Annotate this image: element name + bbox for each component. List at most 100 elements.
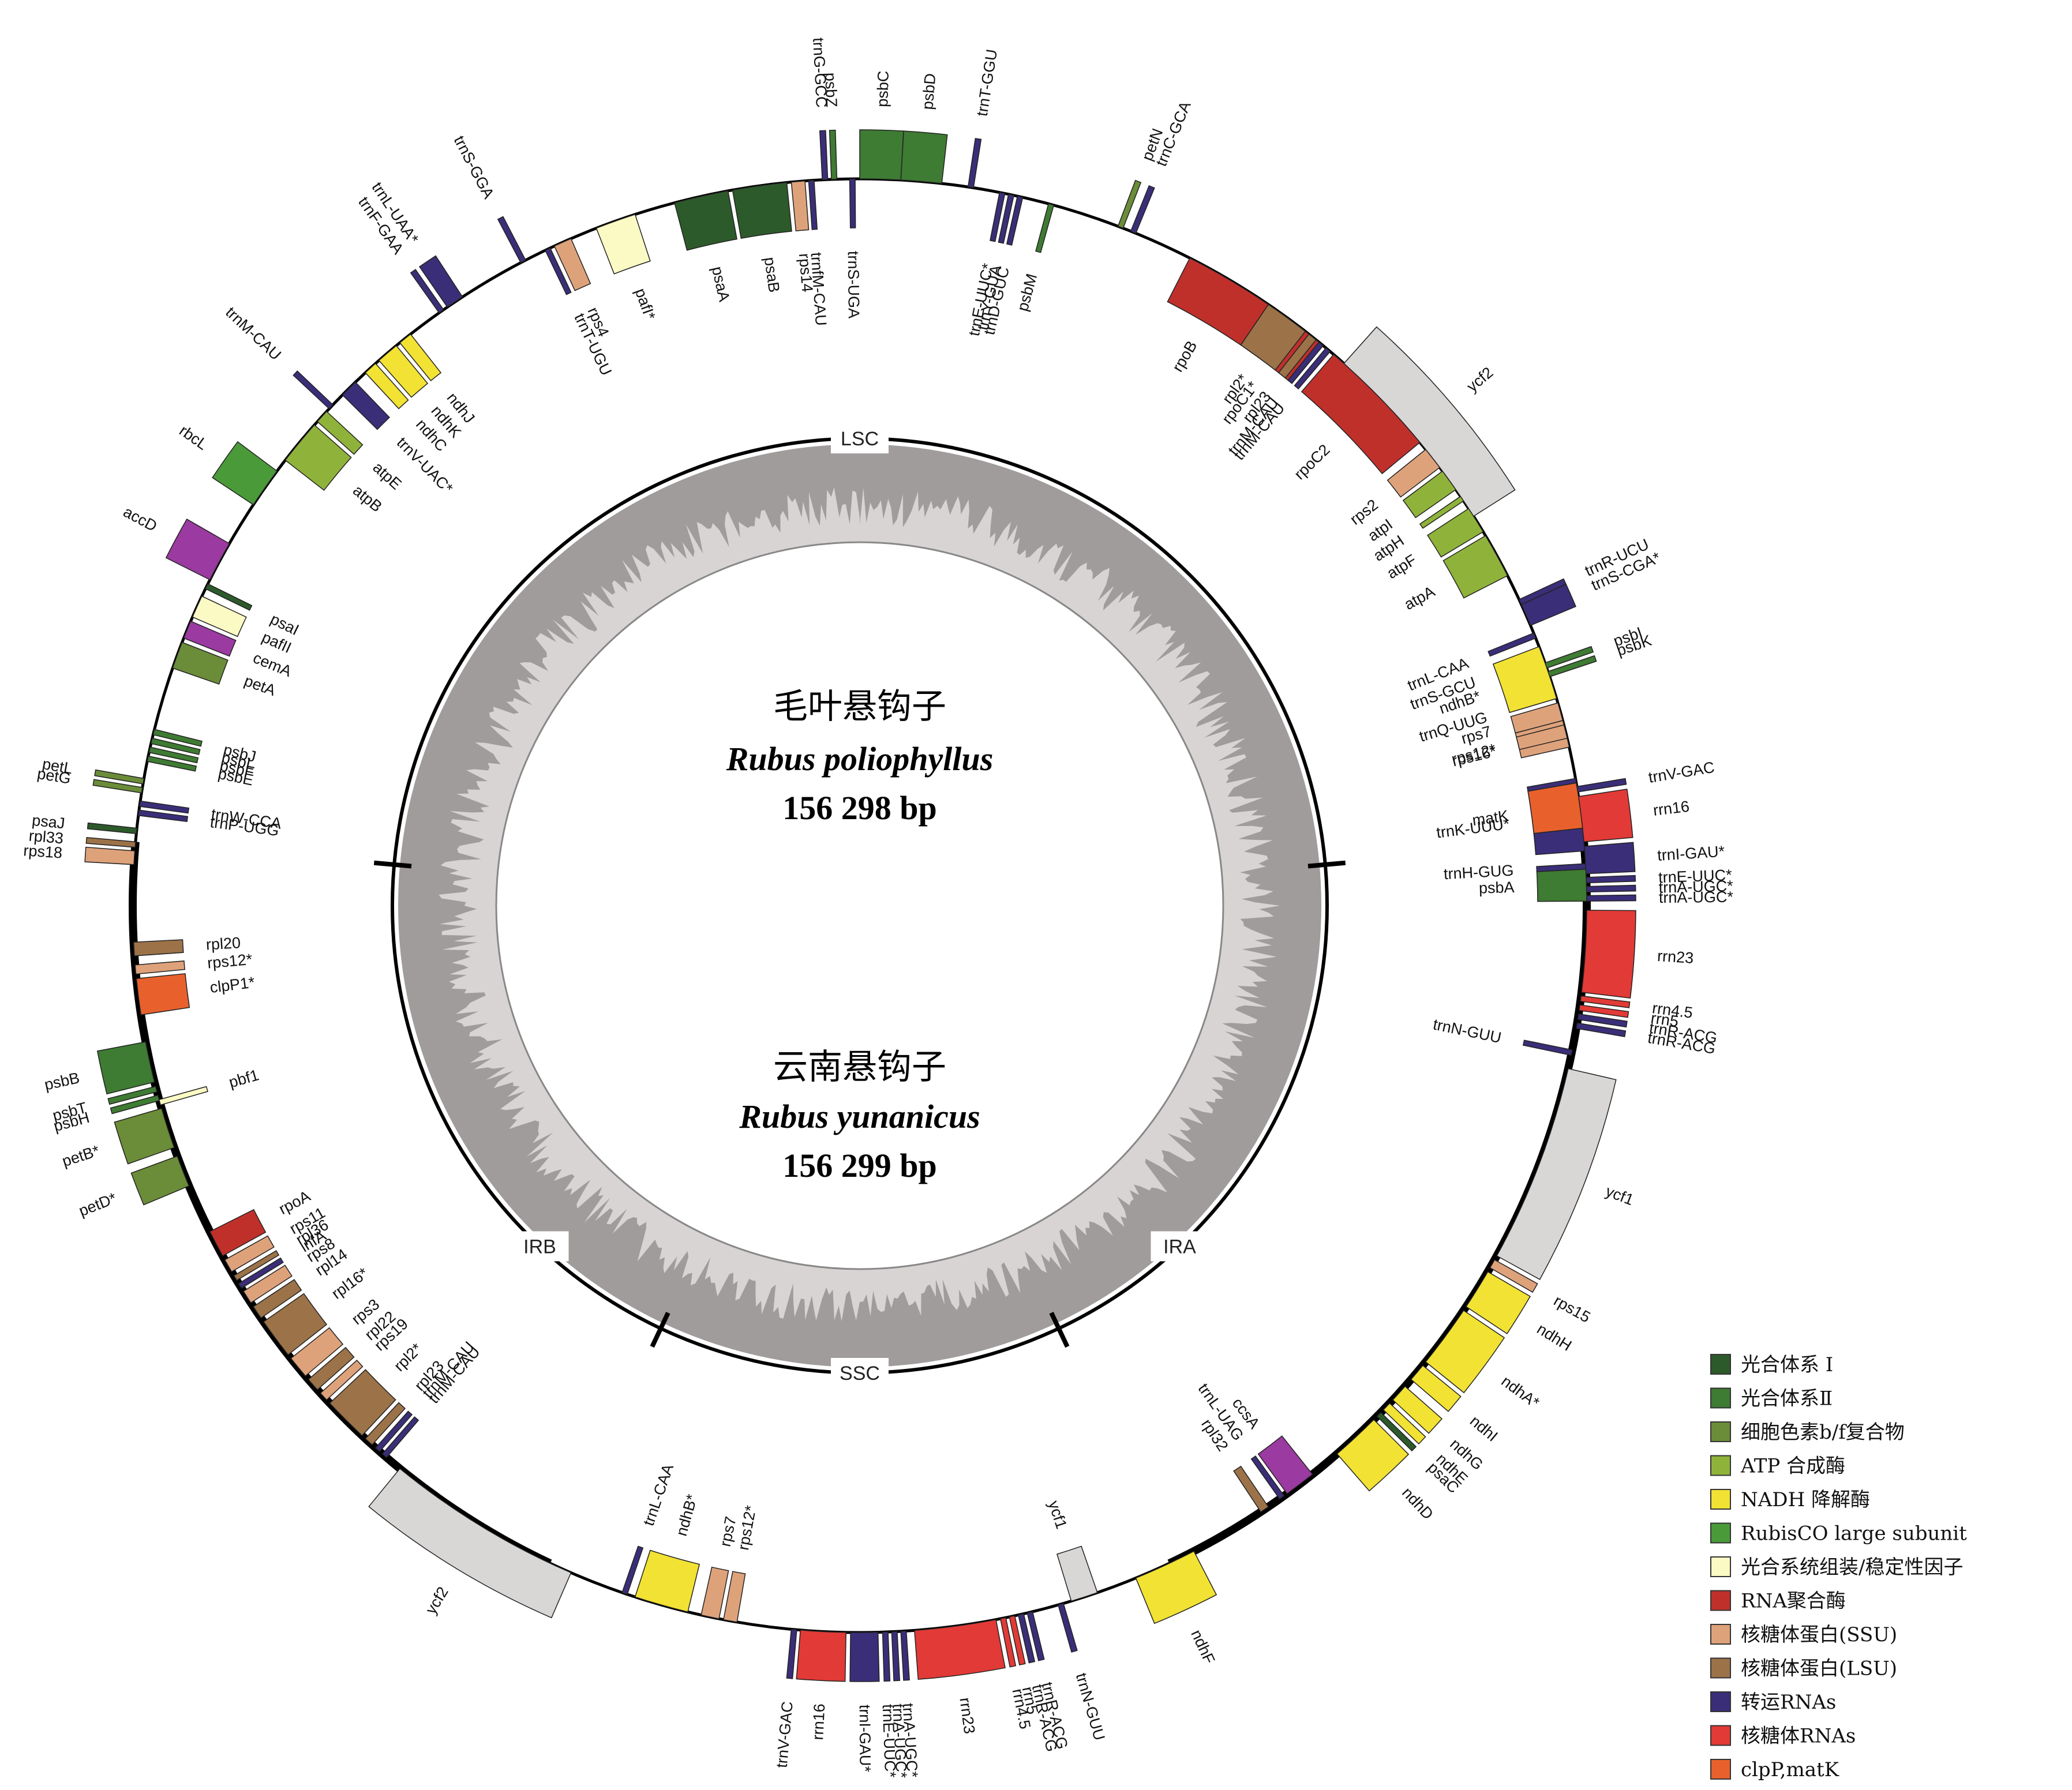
region-label-bg [1151,1231,1209,1262]
gene-block-psai [205,583,253,611]
gene-block-trnscga [1520,583,1576,626]
gene-label: trnE-UUC* [879,1704,899,1778]
gene-block-rps4 [553,238,591,291]
gene-label: rbcL [176,422,211,453]
gene-label: rpl20 [205,934,241,954]
gene-block-rps7 [1510,702,1564,734]
gene-block-trnaugc [1586,884,1636,893]
legend-item-ssu: 核糖体蛋白(SSU) [1710,1623,1897,1646]
region-boundary-tick [1307,860,1346,869]
gene-block-rrn16 [796,1629,847,1682]
gene-block-ndha [1425,1309,1505,1394]
gene-block-psac [1376,1412,1417,1452]
region-label-text: IRA [1163,1236,1196,1258]
gene-block-rpl16 [263,1293,328,1356]
gene-block-rrn23 [914,1619,1006,1680]
gene-block-rpoa [209,1209,267,1257]
gene-block-trneuuc [1586,875,1636,884]
gene-label: trnV-GAC [1647,759,1716,786]
gene-label: rrn16 [1652,798,1690,819]
gene-block-rps7 [700,1566,729,1620]
region-label-ssc: SSC [831,1358,889,1388]
gene-label: petB* [60,1142,102,1170]
gene-label: trnS-UGA [845,251,863,318]
gene-block-rrn5 [1009,1615,1026,1666]
legend-item-ps1: 光合体系 I [1710,1353,1833,1376]
gene-block-ndhf [1135,1551,1217,1624]
gene-block-trnracg [1026,1611,1045,1661]
gene-block-petg [92,779,143,794]
gene-blocks [84,129,1636,1682]
gene-label: trnL-CAA [640,1462,677,1528]
gene-block-clpp1 [136,973,190,1016]
gene-block-pafi [595,213,651,275]
gene-block-rrn16 [1578,789,1633,843]
region-label-lsc: LSC [831,423,889,453]
gene-label: ycf2 [422,1583,451,1617]
gene-block-trnlcaa [621,1545,644,1595]
gene-block-trnvuac [342,381,391,430]
gene-label: petA [242,672,278,699]
gene-block-trneuuc [882,1631,891,1682]
legend-label: 核糖体蛋白(LSU) [1741,1657,1897,1680]
gene-block-trnaugc [900,1630,910,1681]
gene-block-atpb [284,424,352,491]
gene-label: ndhD [1399,1484,1437,1523]
region-label-text: SSC [840,1363,880,1384]
gene-block-matk [1527,782,1583,834]
legend-label: 转运RNAs [1741,1691,1836,1714]
gene-block-ndhb [1492,646,1557,714]
gene-block-trnsgga [497,216,526,264]
legend-item-ndh: NADH 降解酶 [1710,1488,1870,1511]
gene-block-rpl36 [233,1250,280,1281]
gene-block-ndhi [1410,1364,1462,1412]
legend-label: NADH 降解酶 [1741,1488,1870,1511]
gene-block-trnvgac [786,1628,797,1679]
gene-label: rrn23 [1657,947,1694,967]
gene-block-ycf2 [1343,326,1516,517]
gene-label: pbf1 [227,1066,261,1091]
gene-label: trnE-UUC* [1658,866,1733,886]
gene-block-trnsuga [849,178,856,228]
legend-item-cyt: 细胞色素b/f复合物 [1710,1421,1905,1444]
gene-label: atpB [350,482,385,516]
legend-swatch [1710,1691,1731,1712]
gene-label: atpA [1402,583,1438,613]
gene-label: rps18 [23,842,63,861]
gene-block-ndhd [1336,1419,1410,1492]
gene-block-trndguc [1006,196,1024,246]
gene-block-rps19 [320,1360,364,1401]
legend-swatch [1710,1354,1731,1375]
region-label-ira: IRA [1151,1231,1209,1262]
gene-block-rpl33 [85,837,136,848]
gene-block-trncgca [1130,185,1155,234]
gene-block-ycf2 [368,1468,572,1619]
gene-block-psaj [87,822,138,834]
gene-label: psbM [1014,272,1040,313]
gene-block-infa [238,1257,284,1289]
gene-label: trnS-GGA [451,133,497,201]
gene-block-rps15 [1489,1259,1538,1293]
gene-label: trnG-GCC [810,37,830,108]
gene-block-rpl2 [329,1369,396,1436]
gene-block-ndhk [378,345,429,398]
gene-block-rps12 [723,1571,746,1623]
gene-block-trnaugc [1586,894,1636,902]
gene-block-accd [165,518,230,581]
gene-block-rps12 [1516,724,1568,750]
region-label-bg [511,1231,569,1262]
gene-label: rps15 [1551,1292,1594,1326]
gene-block-psbt [107,1086,158,1105]
gene-block-petb [114,1108,175,1165]
gene-label: rps12* [207,951,253,972]
gene-block-psbj [152,729,203,747]
species-1-genome-size: 156 298 bp [782,789,937,827]
gene-label: trnI-GAU* [1657,843,1725,864]
legend-swatch [1710,1725,1731,1746]
gene-block-rrn5 [1579,1004,1629,1018]
region-label-text: IRB [523,1236,556,1258]
gene-block-petn [1117,179,1142,229]
legend-label: RubisCO large subunit [1741,1522,1967,1545]
species-2-cn-name: 云南悬钩子 [773,1047,946,1087]
